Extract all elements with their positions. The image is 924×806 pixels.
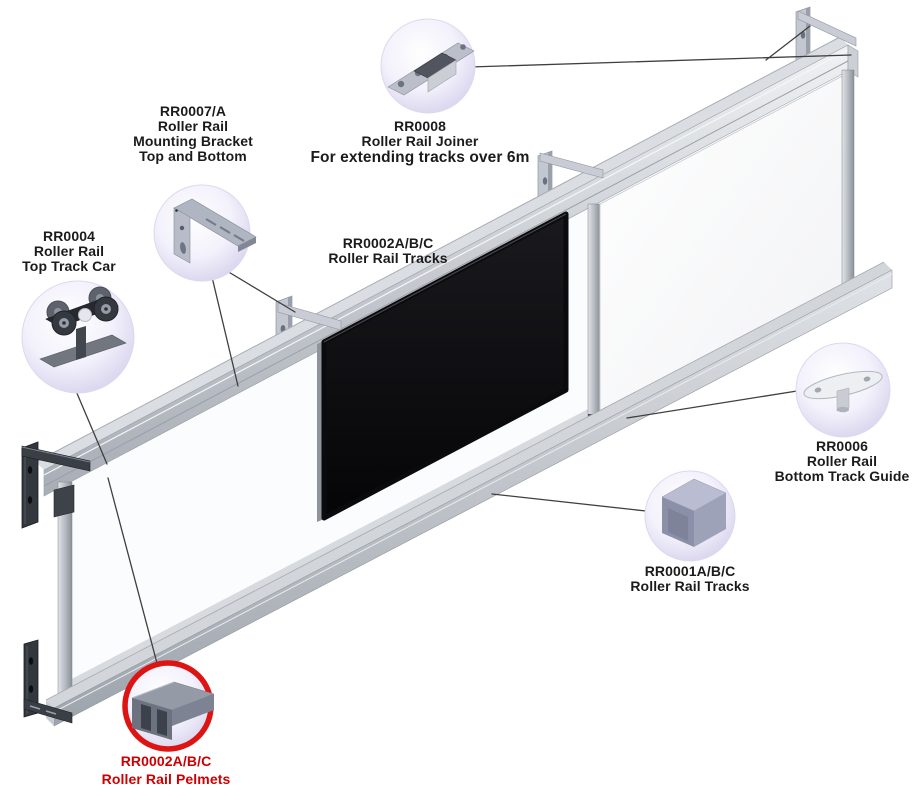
leader-rr0004-to-rail <box>75 390 108 465</box>
part-number: RR0004 <box>43 228 95 244</box>
wall-bracket-top-left <box>21 441 91 529</box>
callout-label-rr0008: RR0008 Roller Rail Joiner For extending … <box>310 118 530 167</box>
rail-track-section-thumbnail <box>661 478 727 547</box>
part-number: RR0001A/B/C <box>644 563 736 579</box>
mid-mounting-bracket-arm <box>277 302 342 331</box>
pelmet-corner-cap <box>53 484 75 518</box>
bubble-rr0004 <box>21 280 135 394</box>
part-number: RR0006 <box>816 438 868 454</box>
callout-label-rr0002-pelmets: RR0002A/B/C Roller Rail Pelmets <box>102 752 231 788</box>
right-mounting-bracket-arm <box>539 152 604 179</box>
mounting-bracket-thumbnail <box>173 198 257 264</box>
top-track-car-thumbnail <box>39 286 127 368</box>
panel-black <box>317 211 569 522</box>
part-number: RR0008 <box>394 118 446 134</box>
leader-pelmet-to-corner <box>107 477 159 668</box>
callout-label-rr0002-tracks: RR0002A/B/C Roller Rail Tracks <box>328 236 447 266</box>
leader-rr0007-to-rail <box>211 276 239 387</box>
bottom-track-guide-thumbnail <box>803 370 883 413</box>
part-desc-line: For extending tracks over 6m <box>310 149 530 166</box>
part-desc-line: Roller Rail Joiner <box>361 133 479 149</box>
leader-rr0007-to-mid-bracket <box>226 270 296 313</box>
part-desc-line: Roller Rail Tracks <box>328 250 448 266</box>
bubble-rr0006 <box>795 342 891 438</box>
rail-pelmet-thumbnail <box>131 681 215 740</box>
wall-bracket-bottom-left <box>23 639 73 724</box>
part-desc-line: Roller Rail Pelmets <box>101 771 231 787</box>
part-number: RR0002A/B/C <box>120 753 212 769</box>
part-desc-line: Roller Rail <box>806 453 878 469</box>
top-bracket-arms <box>277 10 857 331</box>
part-number: RR0007/A <box>159 103 227 119</box>
rail-assembly <box>21 6 893 727</box>
part-desc-line: Roller Rail <box>33 243 105 259</box>
leader-lines <box>75 25 852 668</box>
part-desc-line: Mounting Bracket <box>133 133 253 149</box>
bubble-rr0002-pelmets <box>122 660 215 752</box>
part-desc-line: Top Track Car <box>22 258 116 274</box>
callout-label-rr0001: RR0001A/B/C Roller Rail Tracks <box>630 564 749 594</box>
left-end-post <box>53 481 75 701</box>
callout-label-rr0007: RR0007/A Roller Rail Mounting Bracket To… <box>133 104 253 164</box>
bubble-rr0001 <box>644 470 736 562</box>
callout-bubbles <box>21 18 891 752</box>
part-desc-line: Roller Rail <box>157 118 229 134</box>
callout-label-rr0004: RR0004 Roller Rail Top Track Car <box>22 229 116 274</box>
far-right-mounting-bracket-arm <box>797 10 857 47</box>
rail-joiner-thumbnail <box>387 42 475 96</box>
part-desc-line: Bottom Track Guide <box>774 468 910 484</box>
part-number: RR0002A/B/C <box>342 235 434 251</box>
leader-rr0001-to-bottom-rail <box>491 493 647 512</box>
leader-rr0006-to-bottom-rail <box>626 390 798 419</box>
part-desc-line: Top and Bottom <box>139 148 247 164</box>
leader-rr0008-to-bracket <box>765 25 811 61</box>
part-desc-line: Roller Rail Tracks <box>630 578 750 594</box>
bubble-rr0007 <box>153 184 257 282</box>
bubble-rr0008 <box>380 18 476 114</box>
bottom-rail <box>45 261 893 727</box>
leader-rr0008-to-rail-end <box>469 54 852 68</box>
callout-label-rr0006: RR0006 Roller Rail Bottom Track Guide <box>775 439 910 484</box>
right-end-post <box>841 69 855 301</box>
divider-post <box>587 203 601 426</box>
